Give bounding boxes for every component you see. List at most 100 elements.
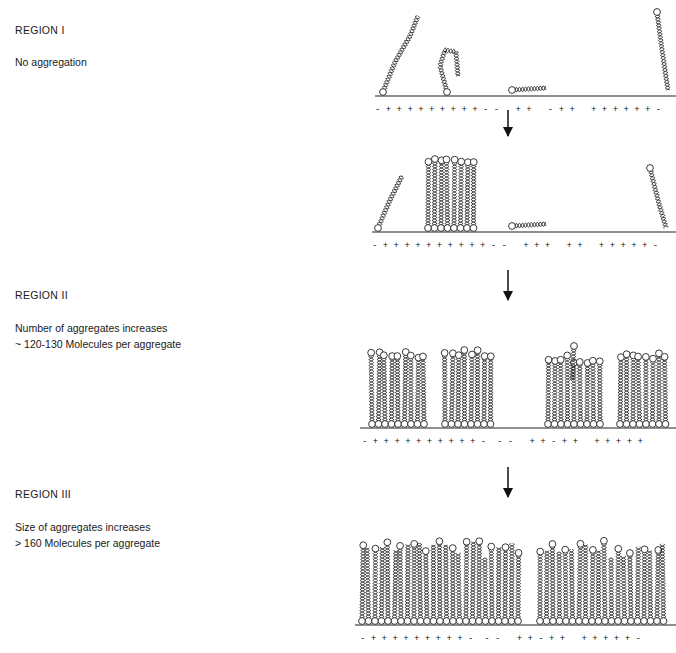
- surfactant-tail: [650, 362, 655, 424]
- surfactant-head: [576, 618, 583, 625]
- surfactant-tail: [465, 165, 470, 228]
- surfactant-tail: [621, 556, 626, 621]
- surfactant-tail: [624, 357, 629, 424]
- surfactant-tail: [602, 544, 607, 621]
- surfactant-tail: [373, 552, 378, 621]
- surfactant-tail: [546, 363, 551, 424]
- surfactant-tail: [417, 543, 422, 621]
- surfactant-head: [401, 421, 408, 428]
- surfactant-head: [582, 618, 589, 625]
- surfactant-tail: [631, 358, 636, 424]
- surface-charges: - + + + + + + + + + - - - + + - + + + + …: [360, 634, 641, 644]
- surfactant-tail: [451, 551, 456, 621]
- surfactant-tail: [438, 48, 459, 92]
- surfactant-head: [656, 421, 663, 428]
- surfactant-tail: [512, 86, 546, 92]
- surfactant-tail: [462, 353, 466, 424]
- surfactant-tail: [444, 545, 449, 621]
- surfactant-head: [626, 550, 633, 557]
- surfactant-tail: [570, 346, 576, 380]
- surfactant-head: [654, 618, 661, 625]
- surfactant-head: [562, 546, 569, 553]
- surfactant-head: [368, 349, 375, 356]
- surfactant-head: [615, 545, 622, 552]
- surfactant-tail: [631, 358, 636, 424]
- surfactant-head: [649, 421, 656, 428]
- surfactant-head: [545, 421, 552, 428]
- surfactant-tail: [583, 545, 588, 621]
- surfactant-tail: [635, 547, 640, 621]
- surfactant-head: [590, 546, 597, 553]
- surfactant-tail: [569, 549, 574, 621]
- surfactant-head: [359, 618, 366, 625]
- surfactant-tail: [563, 553, 568, 621]
- surfactant-tail: [376, 176, 402, 228]
- surfactant-tail: [424, 554, 429, 621]
- surfactant-tail: [451, 551, 456, 621]
- surfactant-tail: [442, 356, 447, 424]
- surfactant-tail: [405, 544, 410, 621]
- surfactant-tail: [650, 362, 655, 424]
- surfactant-head: [654, 9, 661, 16]
- surfactant-head: [360, 542, 367, 549]
- surfactant-head: [571, 421, 578, 428]
- surfactant-head: [443, 618, 450, 625]
- surfactant-head: [589, 357, 596, 364]
- surfactant-tail: [578, 365, 583, 424]
- surfactant-tail: [628, 556, 633, 621]
- surfactant-head: [388, 421, 395, 428]
- surfactant-tail: [412, 547, 417, 621]
- surfactant-tail: [503, 550, 508, 621]
- surfactant-tail: [415, 361, 420, 424]
- surfactant-tail: [552, 364, 557, 424]
- surfactant-tail: [483, 558, 488, 621]
- surfactant-tail: [439, 163, 444, 228]
- surfactant-tail: [550, 547, 555, 621]
- surfactant-head: [635, 353, 642, 360]
- surfactant-head: [380, 352, 387, 359]
- surfactant-tail: [450, 356, 456, 424]
- surfactant-tail: [415, 361, 420, 424]
- surfactant-tail: [655, 553, 660, 621]
- surfactant-tail: [649, 168, 668, 227]
- surfactant-tail: [489, 550, 494, 621]
- surfactant-head: [391, 618, 398, 625]
- surfactant-head: [407, 352, 414, 359]
- surfactant-tail: [373, 552, 378, 621]
- label-slot: No aggregation: [15, 52, 87, 70]
- surfactant-tail: [509, 543, 514, 621]
- surfactant-head: [509, 223, 516, 230]
- label-slot: > 160 Molecules per aggregate: [15, 533, 160, 551]
- surface-line: [355, 624, 676, 625]
- surfactant-head: [451, 225, 458, 232]
- surfactant-head: [623, 421, 630, 428]
- surfactant-tail: [470, 542, 475, 621]
- surfactant-tail: [635, 547, 640, 621]
- surfactant-head: [455, 421, 462, 428]
- surfactant-head: [515, 550, 522, 557]
- surfactant-head: [643, 421, 650, 428]
- surfactant-tail: [444, 545, 449, 621]
- surfactant-head: [608, 618, 615, 625]
- surfactant-tail: [449, 356, 455, 424]
- surfactant-head: [385, 618, 392, 625]
- surfactant-tail: [389, 359, 394, 424]
- surfactant-head: [431, 225, 438, 232]
- region-description: Number of aggregates increases: [15, 322, 167, 334]
- surfactant-head: [430, 618, 437, 625]
- surfactant-tail: [578, 365, 583, 424]
- surfactant-tail: [516, 556, 521, 621]
- surfactant-tail: [503, 550, 508, 621]
- surfactant-head: [558, 421, 565, 428]
- surfactant-tail: [565, 358, 570, 424]
- surfactant-head: [470, 159, 477, 166]
- surfactant-tail: [644, 360, 649, 424]
- surfactant-tail: [437, 544, 442, 621]
- surfactant-tail: [662, 360, 667, 424]
- surfactant-head: [564, 352, 571, 359]
- surfactant-tail: [442, 356, 447, 424]
- surfactant-head: [549, 541, 556, 548]
- surfactant-tail: [383, 16, 419, 92]
- surfactant-tail: [512, 222, 546, 228]
- surfactant-tail: [569, 549, 575, 621]
